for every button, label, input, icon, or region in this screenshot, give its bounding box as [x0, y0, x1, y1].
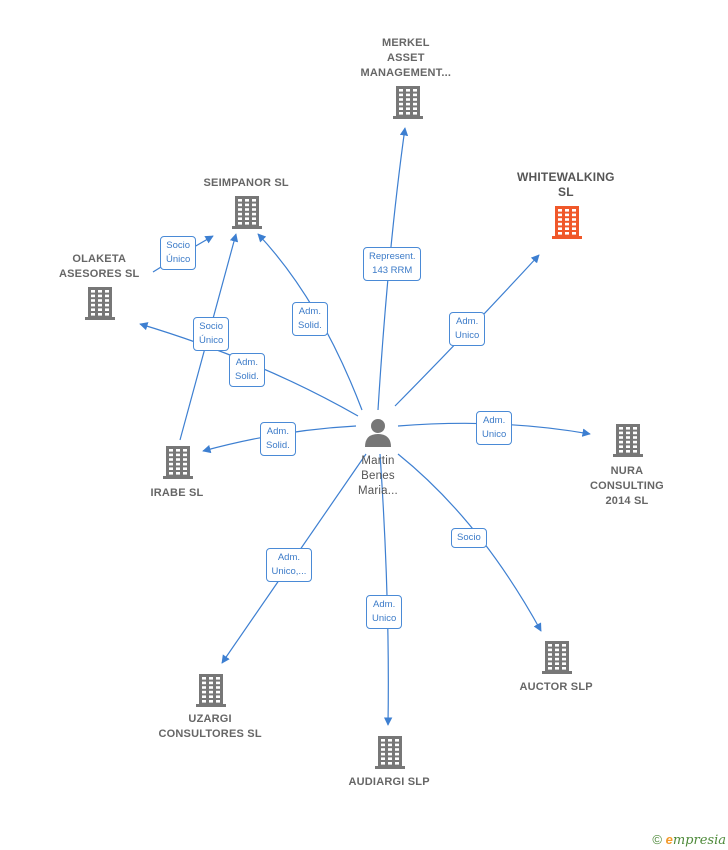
relation-label-line: Socio: [457, 532, 481, 543]
company-label-line: ASESORES SL: [59, 268, 140, 280]
company-label-line: UZARGI: [188, 713, 232, 725]
building-icon-irabe[interactable]: [163, 446, 193, 479]
company-label-line: OLAKETA: [72, 253, 127, 265]
relation-label-line: Unico: [372, 613, 397, 624]
relation-label-line: Solid.: [298, 320, 322, 331]
company-label-seimpanor[interactable]: SEIMPANOR SL: [204, 176, 289, 191]
building-icon-audiargi[interactable]: [375, 736, 405, 769]
copyright-symbol: ©: [652, 832, 662, 847]
relation-label-nura[interactable]: Adm. Unico: [476, 411, 513, 445]
company-label-line: AUCTOR SLP: [519, 681, 593, 693]
person-label-line: Maria...: [358, 485, 398, 497]
relation-label-line: Adm.: [483, 415, 506, 426]
relation-label-irabe[interactable]: Adm. Solid.: [260, 422, 296, 456]
brand-initial: e: [665, 832, 673, 847]
company-label-audiargi[interactable]: AUDIARGI SLP: [349, 775, 430, 790]
relation-label-line: Adm.: [235, 357, 258, 368]
company-label-line: 2014 SL: [605, 495, 649, 507]
company-label-nura[interactable]: NURA CONSULTING 2014 SL: [590, 464, 664, 509]
company-label-olaketa[interactable]: OLAKETA ASESORES SL: [59, 252, 139, 282]
relation-label-line: Represent.: [369, 251, 416, 262]
relation-label-line: Unico,...: [271, 566, 307, 577]
person-icon[interactable]: [365, 419, 391, 447]
company-label-line: IRABE SL: [150, 487, 204, 499]
relation-label-line: Unico: [482, 429, 507, 440]
relation-label-whitewalking[interactable]: Adm. Unico: [449, 312, 486, 346]
company-label-line: MANAGEMENT...: [360, 67, 452, 79]
relation-label-olaketa-1[interactable]: Adm. Solid.: [229, 353, 265, 387]
relation-label-line: Adm.: [266, 426, 289, 437]
company-label-line: SEIMPANOR SL: [203, 177, 289, 189]
relation-label-line: 143 RRM: [372, 265, 413, 276]
building-icon-merkel[interactable]: [393, 86, 423, 119]
relation-label-line: Socio: [166, 240, 191, 251]
company-label-line: CONSULTORES SL: [158, 728, 262, 740]
relation-label-seimpanor-1[interactable]: Adm. Solid.: [292, 302, 328, 336]
company-label-merkel[interactable]: MERKEL ASSET MANAGEMENT...: [361, 36, 452, 81]
relation-label-line: Solid.: [266, 440, 290, 451]
company-label-irabe[interactable]: IRABE SL: [151, 486, 204, 501]
relation-label-uzargi[interactable]: Adm. Unico,...: [265, 548, 313, 582]
building-icon-nura[interactable]: [613, 424, 643, 457]
relation-label-audiargi[interactable]: Adm. Unico: [366, 595, 403, 629]
company-label-auctor[interactable]: AUCTOR SLP: [520, 680, 593, 695]
relation-label-line: Único: [166, 254, 191, 265]
relation-label-line: Adm.: [456, 316, 479, 327]
relation-label-line: Unico: [455, 330, 480, 341]
company-label-line: ASSET: [386, 52, 425, 64]
company-label-uzargi[interactable]: UZARGI CONSULTORES SL: [159, 712, 262, 742]
relation-label-auctor[interactable]: Socio: [451, 528, 487, 548]
building-icon-auctor[interactable]: [542, 641, 572, 674]
relation-label-line: Socio: [199, 321, 224, 332]
building-icon-whitewalking[interactable]: [552, 206, 582, 239]
relation-label-line: Adm.: [373, 599, 396, 610]
relation-label-line: Solid.: [235, 371, 259, 382]
company-label-line: WHITEWALKING: [517, 170, 615, 184]
relation-label-line: Único: [199, 335, 224, 346]
relation-label-line: Adm.: [277, 552, 301, 563]
person-label-line: Benes: [361, 470, 395, 482]
building-icon-olaketa[interactable]: [85, 287, 115, 320]
brand-name: mpresia: [672, 833, 726, 848]
building-icon-uzargi[interactable]: [196, 674, 226, 707]
relation-label-merkel[interactable]: Represent. 143 RRM: [363, 247, 422, 281]
company-label-line: AUDIARGI SLP: [348, 776, 430, 788]
company-label-line: CONSULTING: [590, 480, 664, 492]
company-label-line: SL: [558, 185, 574, 199]
empresia-brand[interactable]: © empresia: [652, 832, 726, 848]
relation-label-line: Adm.: [298, 306, 321, 317]
building-icon-seimpanor[interactable]: [232, 196, 262, 229]
company-label-line: MERKEL: [381, 37, 430, 49]
person-label-line: Martin: [361, 455, 395, 467]
company-label-line: NURA: [610, 465, 644, 477]
edge-audiargi: [379, 453, 393, 726]
